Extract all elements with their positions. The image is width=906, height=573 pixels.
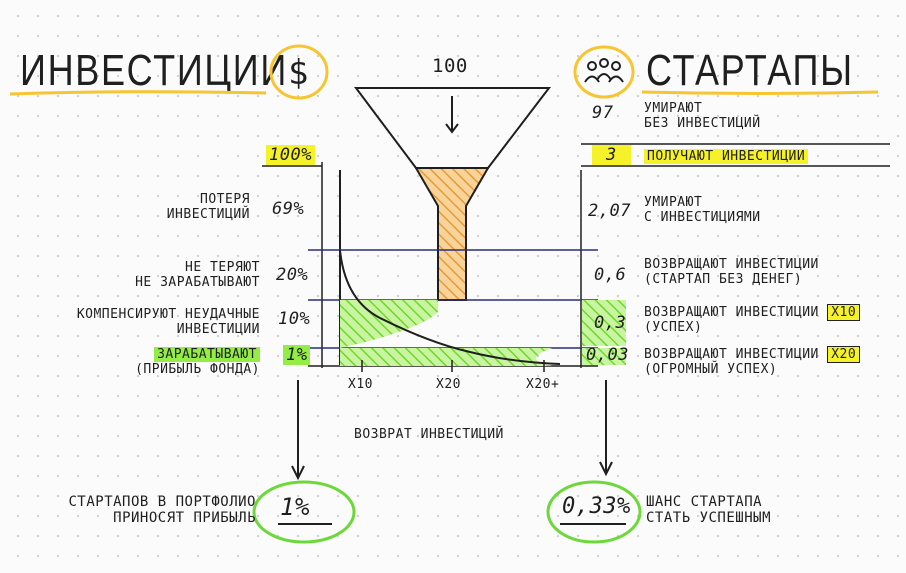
right-label-return-x20: ВОЗВРАЩАЮТ ИНВЕСТИЦИИ X20 (ОГРОМНЫЙ УСПЕ…	[644, 346, 861, 378]
left-value-69: 69%	[272, 199, 305, 219]
x-axis-label: ВОЗВРАТ ИНВЕСТИЦИЙ	[354, 427, 504, 442]
badge-x10: X10	[827, 304, 861, 321]
left-label-loss: ПОТЕРЯ ИНВЕСТИЦИЙ	[166, 192, 250, 222]
svg-text:$: $	[288, 53, 308, 93]
funnel-orange-part	[414, 167, 490, 301]
right-value-03: 0,3	[594, 313, 627, 333]
funnel-top-value: 100	[432, 55, 468, 77]
green-box-right-03	[582, 300, 626, 346]
right-title-underline	[641, 90, 879, 95]
right-label-return-invest: ВОЗВРАЩАЮТ ИНВЕСТИЦИИ (СТАРТАП БЕЗ ДЕНЕГ…	[644, 257, 819, 287]
right-label-get-invest: ПОЛУЧАЮТ ИНВЕСТИЦИИ	[644, 149, 809, 165]
green-area-x10	[340, 300, 438, 348]
left-label-profit: ЗАРАБАТЫВАЮТ (ПРИБЫЛЬ ФОНДА)	[135, 347, 260, 377]
left-value-1: 1%	[283, 345, 311, 366]
dollar-icon: $	[268, 42, 332, 106]
left-value-100: 100%	[266, 145, 315, 166]
green-area-x20	[340, 348, 552, 366]
right-label-die-with-invest: УМИРАЮТ С ИНВЕСТИЦИЯМИ	[644, 195, 761, 225]
left-label-breakeven: НЕ ТЕРЯЮТ НЕ ЗАРАБАТЫВАЮТ	[135, 260, 260, 290]
bottom-right-caption: ШАНС СТАРТАПА СТАТЬ УСПЕШНЫМ	[646, 494, 772, 527]
right-value-06: 0,6	[594, 265, 627, 285]
right-value-97: 97	[592, 103, 614, 123]
badge-x20: X20	[827, 346, 861, 363]
x-tick-x20: X20	[436, 377, 461, 392]
right-title: СТАРТАПЫ	[646, 46, 854, 95]
right-value-3: 3	[592, 145, 631, 166]
left-label-compensate: КОМПЕНСИРУЮТ НЕУДАЧНЫЕ ИНВЕСТИЦИИ	[76, 307, 260, 337]
green-box-right-003	[582, 348, 626, 365]
return-curve	[339, 249, 561, 365]
bottom-left-caption: СТАРТАПОВ В ПОРТФОЛИО ПРИНОСЯТ ПРИБЫЛЬ	[68, 494, 256, 527]
right-label-return-x10: ВОЗВРАЩАЮТ ИНВЕСТИЦИИ X10 (УСПЕХ)	[644, 304, 861, 336]
x-tick-x10: X10	[348, 377, 373, 392]
left-value-20: 20%	[276, 265, 309, 285]
left-title-underline	[9, 90, 267, 96]
bottom-left-value: 1%	[280, 493, 310, 521]
right-value-003: 0,03	[586, 345, 629, 365]
left-title: ИНВЕСТИЦИИ	[20, 46, 288, 95]
left-value-10: 10%	[278, 309, 311, 329]
bottom-right-value: 0,33%	[562, 494, 631, 519]
people-group-icon	[572, 44, 638, 104]
x-tick-x20-plus: X20+	[526, 377, 560, 392]
right-value-207: 2,07	[588, 201, 631, 221]
right-label-die-no-invest: УМИРАЮТ БЕЗ ИНВЕСТИЦИЙ	[644, 101, 761, 131]
